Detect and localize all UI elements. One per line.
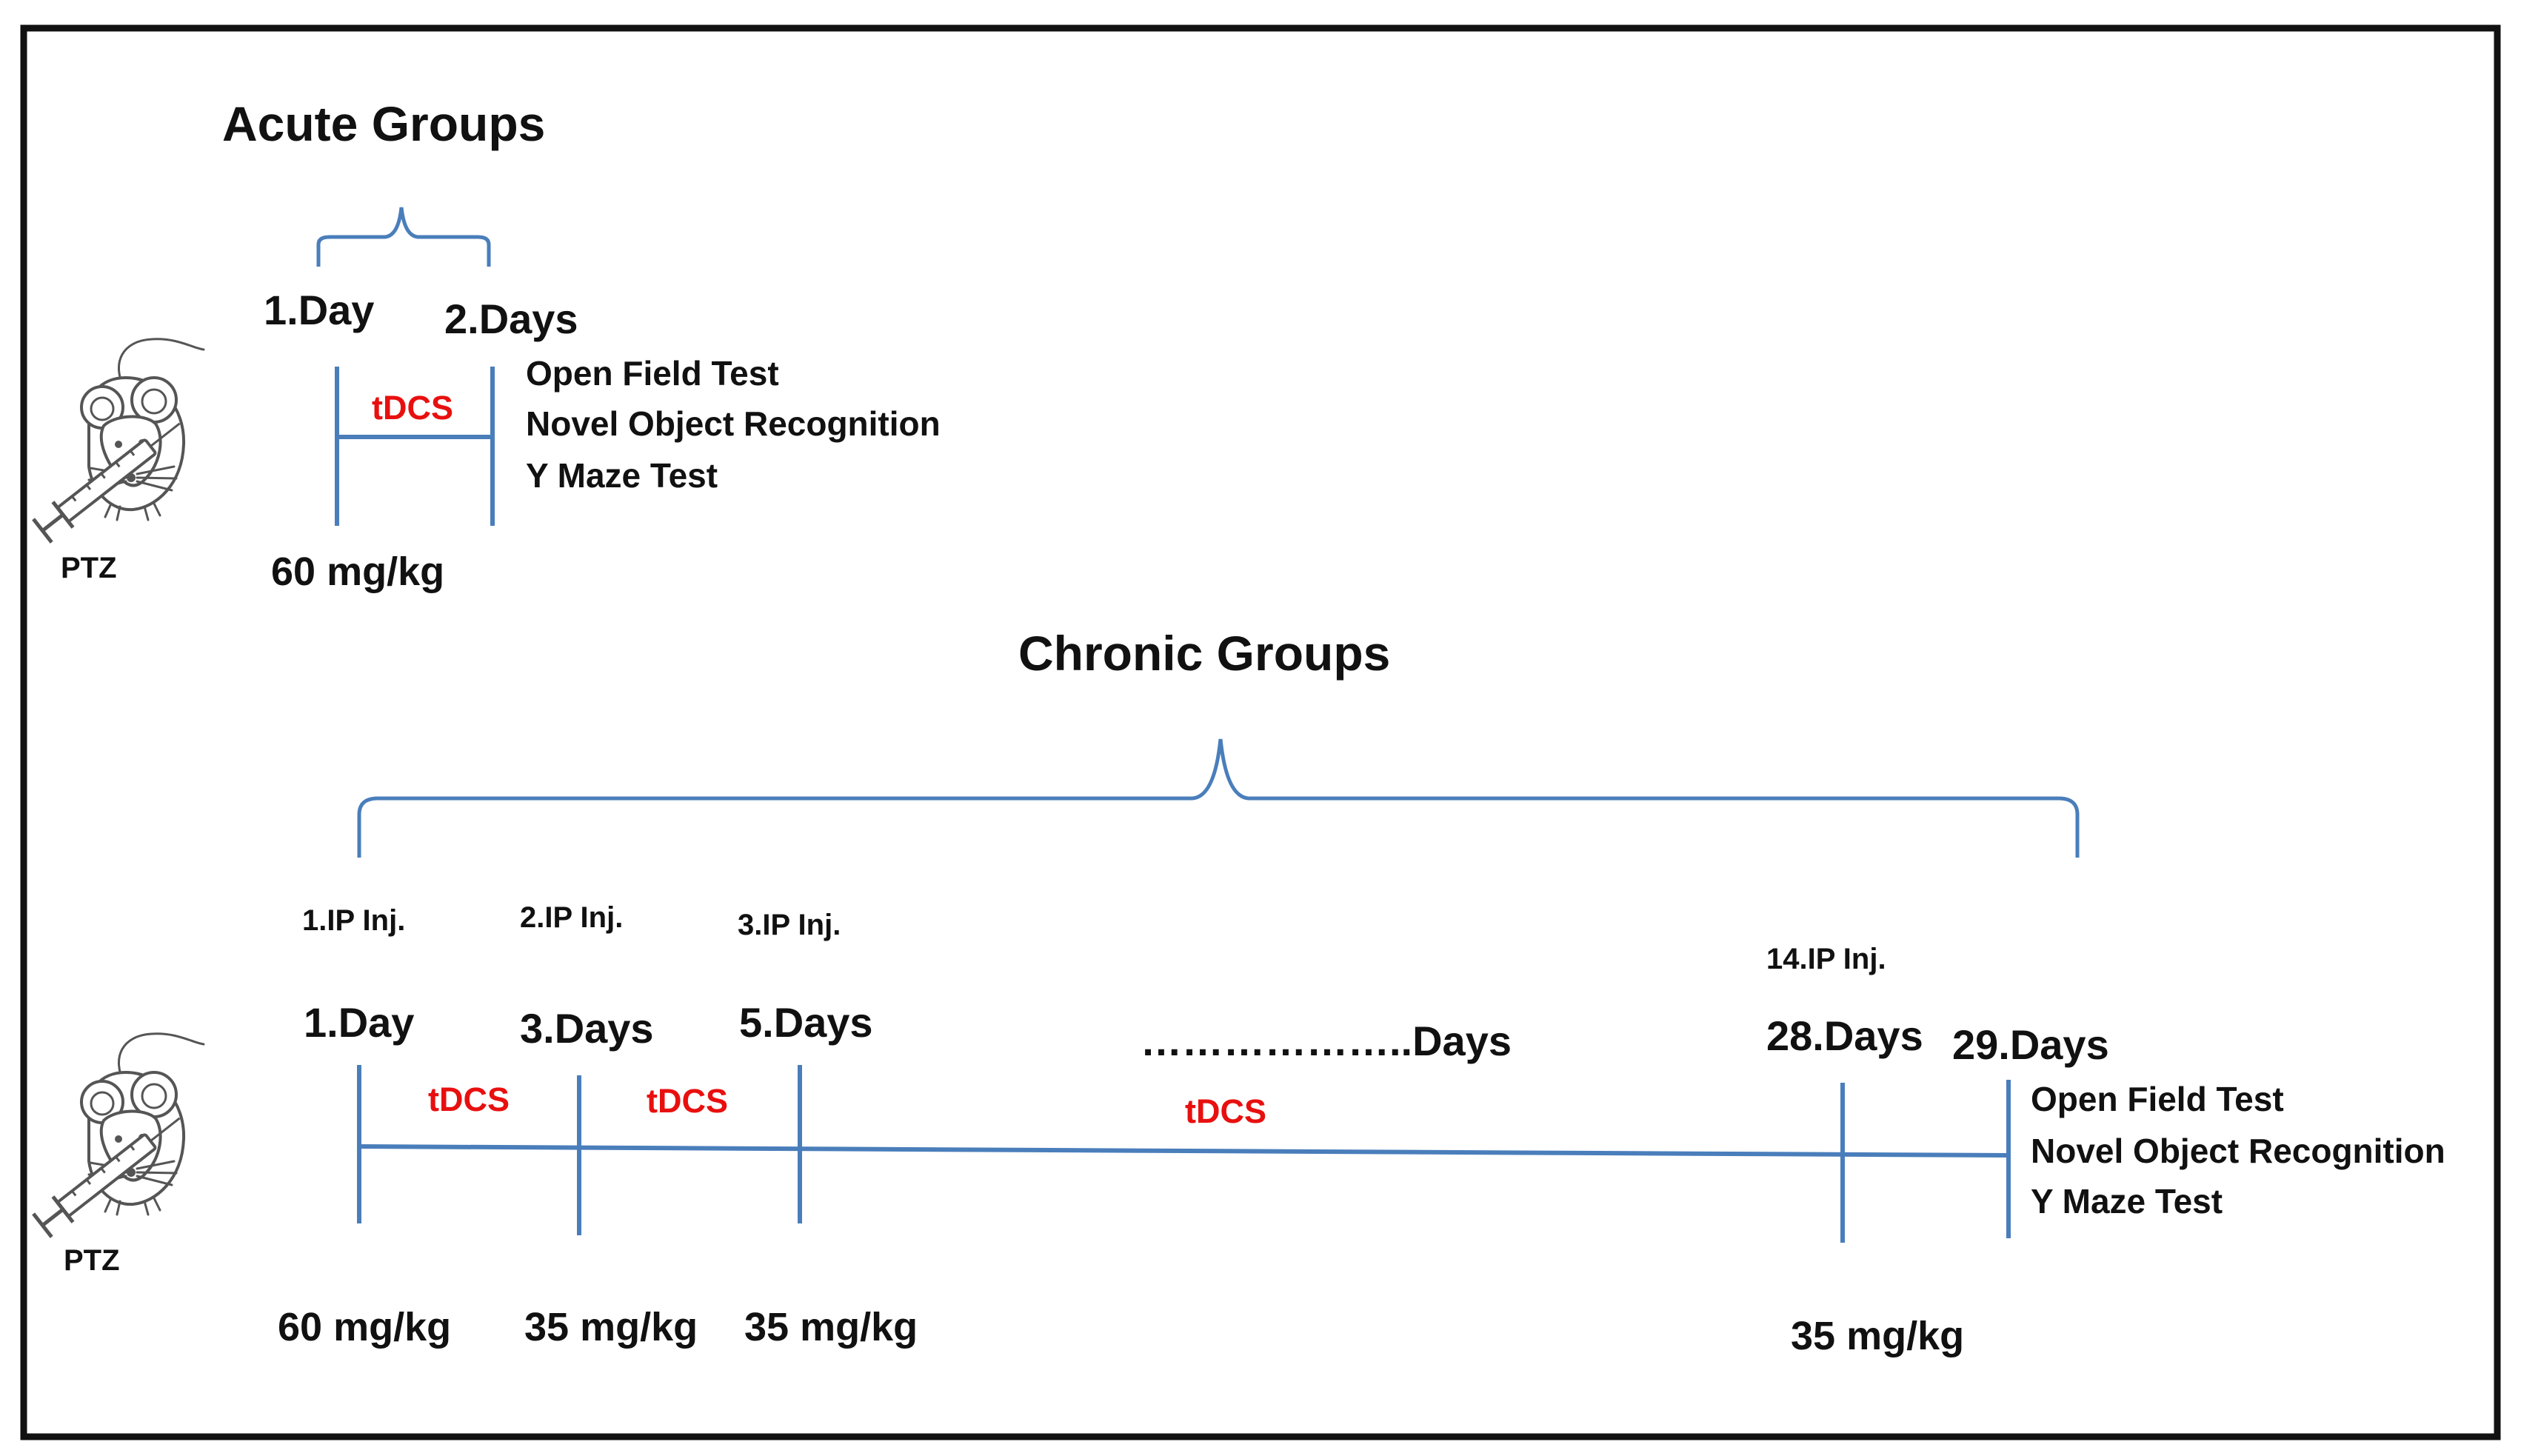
chronic-day-1-label: 1.Day bbox=[304, 999, 414, 1046]
chronic-day-29-label: 29.Days bbox=[1952, 1021, 2109, 1068]
chronic-test-novel-object: Novel Object Recognition bbox=[2031, 1132, 2445, 1170]
mouse-icon bbox=[33, 1034, 204, 1238]
chronic-tdcs-label-1: tDCS bbox=[428, 1081, 510, 1118]
chronic-day-5-label: 5.Days bbox=[739, 999, 873, 1046]
acute-test-y-maze: Y Maze Test bbox=[526, 456, 718, 495]
chronic-injection-3: 3.IP Inj. bbox=[738, 909, 841, 941]
chronic-dose-day-1: 60 mg/kg bbox=[278, 1305, 451, 1349]
acute-ptz-label: PTZ bbox=[61, 552, 117, 584]
chronic-injection-1: 1.IP Inj. bbox=[302, 904, 405, 937]
diagram-border bbox=[20, 24, 2501, 1440]
acute-test-novel-object: Novel Object Recognition bbox=[526, 404, 941, 443]
chronic-test-y-maze: Y Maze Test bbox=[2031, 1182, 2223, 1220]
chronic-day-3-label: 3.Days bbox=[520, 1005, 654, 1052]
acute-dose-label: 60 mg/kg bbox=[271, 550, 444, 594]
chronic-test-open-field: Open Field Test bbox=[2031, 1080, 2284, 1118]
chronic-timeline bbox=[358, 1144, 2009, 1158]
chronic-dose-day-5: 35 mg/kg bbox=[744, 1305, 918, 1349]
chronic-bracket bbox=[357, 738, 2080, 858]
acute-tdcs-label: tDCS bbox=[372, 389, 453, 427]
chronic-ptz-label: PTZ bbox=[64, 1244, 120, 1277]
acute-day-1-label: 1.Day bbox=[264, 287, 374, 333]
chronic-day-28-label: 28.Days bbox=[1766, 1012, 1923, 1059]
chronic-injection-2: 2.IP Inj. bbox=[520, 901, 623, 934]
chronic-tdcs-label-2: tDCS bbox=[647, 1082, 728, 1120]
chronic-days-ellipsis-label: ………………..Days bbox=[1141, 1018, 1512, 1064]
chronic-dose-day-28: 35 mg/kg bbox=[1791, 1314, 1964, 1358]
acute-day-2-label: 2.Days bbox=[444, 295, 578, 342]
acute-bracket bbox=[316, 207, 491, 267]
chronic-groups-title: Chronic Groups bbox=[1018, 626, 1390, 681]
chronic-tdcs-label-3: tDCS bbox=[1185, 1092, 1266, 1130]
chronic-injection-14: 14.IP Inj. bbox=[1766, 943, 1886, 975]
chronic-dose-day-3: 35 mg/kg bbox=[524, 1305, 698, 1349]
acute-test-open-field: Open Field Test bbox=[526, 354, 779, 393]
acute-groups-title: Acute Groups bbox=[222, 96, 545, 151]
mouse-icon bbox=[33, 339, 204, 544]
